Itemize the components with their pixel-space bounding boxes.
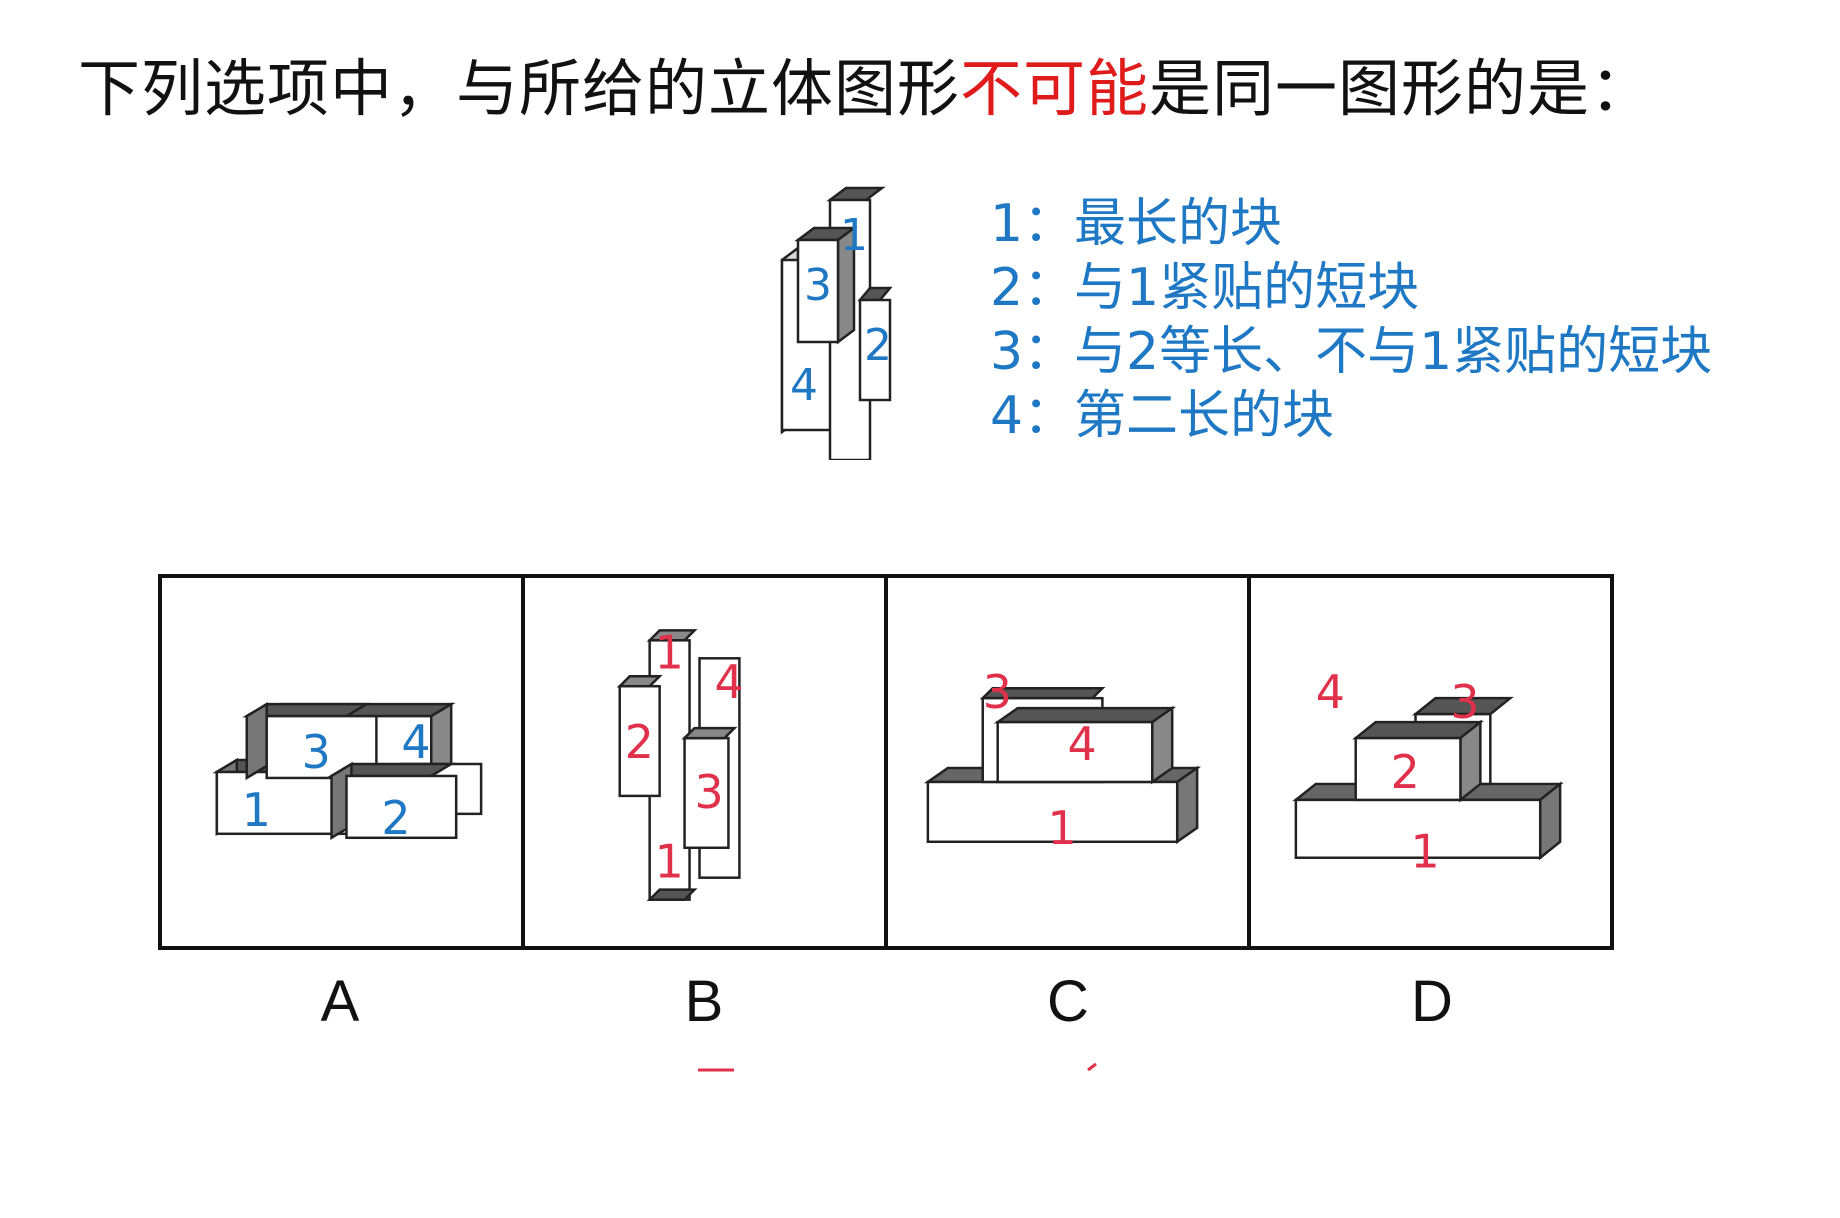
option-letter-c[interactable]: C xyxy=(1047,969,1089,1034)
option-letters: A B C D xyxy=(158,968,1614,1035)
question-title: 下列选项中，与所给的立体图形不可能是同一图形的是： xyxy=(78,38,1653,128)
option-a-figure: 3 4 1 2 xyxy=(212,701,483,845)
option-d-panel[interactable]: 4 3 2 1 xyxy=(1251,578,1610,946)
option-a-label-1: 1 xyxy=(242,783,271,837)
options-grid: 3 4 1 2 1 4 2 3 1 xyxy=(158,574,1614,950)
legend-row: 4：第二长的块 xyxy=(990,384,1712,448)
question-text-part1: 下列选项中，与所给的立体图形 xyxy=(78,52,961,125)
option-a-panel[interactable]: 3 4 1 2 xyxy=(162,578,525,946)
legend-text: 与1紧贴的短块 xyxy=(1074,258,1420,318)
option-c-mark-3: 3 xyxy=(983,665,1012,719)
legend: 1：最长的块 2：与1紧贴的短块 3：与2等长、不与1紧贴的短块 4：第二长的块 xyxy=(990,192,1712,448)
option-a-label-4: 4 xyxy=(401,715,430,769)
figure-label-1: 1 xyxy=(840,210,868,261)
legend-row: 3：与2等长、不与1紧贴的短块 xyxy=(990,320,1712,384)
option-c-figure: 3 4 1 xyxy=(923,665,1202,855)
option-c-panel[interactable]: 3 4 1 xyxy=(888,578,1251,946)
legend-num: 3： xyxy=(990,322,1076,382)
option-c-mark-4: 4 xyxy=(1068,717,1097,771)
legend-num: 4： xyxy=(990,386,1076,446)
option-letter-b[interactable]: B xyxy=(684,969,724,1034)
legend-row: 2：与1紧贴的短块 xyxy=(990,256,1712,320)
legend-text: 第二长的块 xyxy=(1074,386,1335,446)
legend-text: 最长的块 xyxy=(1074,194,1283,254)
legend-num: 2： xyxy=(990,258,1076,318)
question-highlight: 不可能 xyxy=(960,52,1150,125)
option-d-figure: 4 3 2 1 xyxy=(1292,665,1564,879)
given-figure: 1 2 3 4 xyxy=(780,186,893,460)
figure-label-4: 4 xyxy=(790,360,818,411)
legend-text: 与2等长、不与1紧贴的短块 xyxy=(1074,322,1713,382)
option-c-mark-1: 1 xyxy=(1048,801,1077,855)
option-d-mark-4: 4 xyxy=(1316,665,1345,719)
option-b-mark-2: 2 xyxy=(625,715,654,769)
legend-num: 1： xyxy=(990,194,1076,254)
option-a-label-2: 2 xyxy=(381,791,410,845)
question-text-part2: 是同一图形的是： xyxy=(1149,52,1654,125)
option-b-figure: 1 4 2 3 1 xyxy=(616,625,744,901)
option-b-mark-1b: 1 xyxy=(655,835,684,889)
option-d-mark-2: 2 xyxy=(1391,745,1420,799)
option-d-mark-3: 3 xyxy=(1450,675,1479,729)
option-letter-d[interactable]: D xyxy=(1411,969,1453,1034)
option-letter-a[interactable]: A xyxy=(320,969,360,1034)
figure-label-3: 3 xyxy=(804,260,832,311)
option-b-mark-4: 4 xyxy=(714,655,743,709)
stray-mark xyxy=(1087,1062,1097,1072)
option-b-mark-3: 3 xyxy=(695,765,724,819)
option-b-panel[interactable]: 1 4 2 3 1 xyxy=(525,578,888,946)
legend-row: 1：最长的块 xyxy=(990,192,1712,256)
figure-label-2: 2 xyxy=(864,320,892,371)
option-a-label-3: 3 xyxy=(302,725,331,779)
option-d-mark-1: 1 xyxy=(1411,825,1440,879)
option-b-mark-1: 1 xyxy=(655,625,684,679)
